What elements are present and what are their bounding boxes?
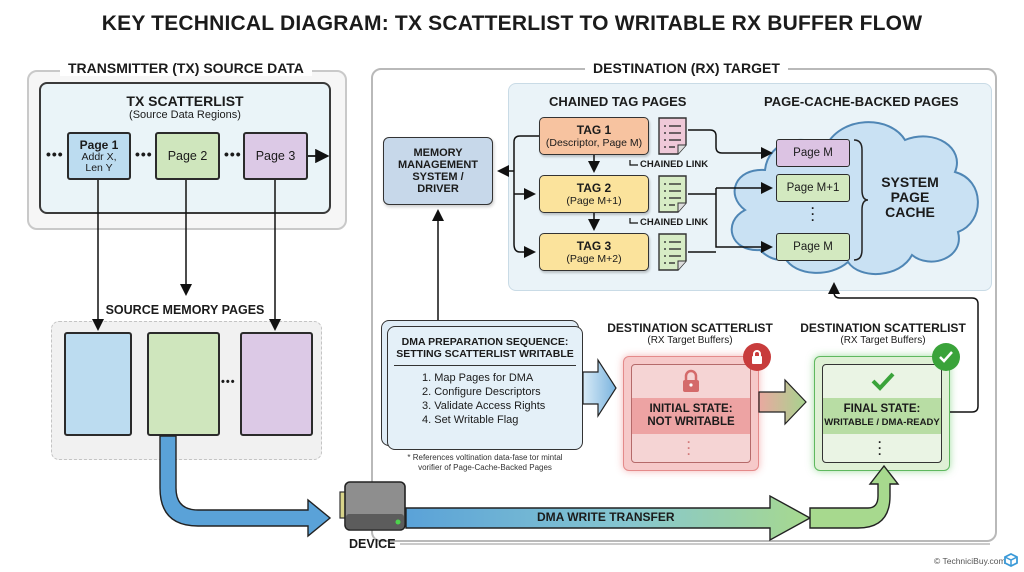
tag-2[interactable]: TAG 2 (Page M+1): [539, 175, 649, 213]
memory-mgmt-line2: MANAGEMENT: [397, 159, 479, 171]
dma-step-3: 3. Validate Access Rights: [422, 400, 546, 412]
divider: [394, 365, 576, 366]
dma-prep-title-1: DMA PREPARATION SEQUENCE:: [401, 336, 569, 348]
vertical-ellipsis: ···: [687, 435, 691, 461]
source-memory-page-2[interactable]: [147, 332, 220, 436]
initial-scatterlist-card[interactable]: INITIAL STATE: NOT WRITABLE ···: [623, 356, 759, 471]
tag-1[interactable]: TAG 1 (Descriptor, Page M): [539, 117, 649, 155]
tx-scatterlist-title: TX SCATTERLIST: [126, 93, 244, 109]
footer-credit: © TechniciBuy.com: [934, 556, 1006, 566]
final-scatterlist-card[interactable]: FINAL STATE: WRITABLE / DMA-READY ···: [814, 356, 950, 471]
tx-page-1-label: Page 1: [79, 138, 119, 152]
system-cache-line3: CACHE: [885, 204, 935, 220]
tag-1-subtitle: (Descriptor, Page M): [545, 137, 643, 149]
memory-mgmt-line4: DRIVER: [417, 183, 459, 195]
tag-1-title: TAG 1: [576, 123, 612, 137]
dma-step-4: 4. Set Writable Flag: [422, 414, 519, 426]
diagram-title: KEY TECHNICAL DIAGRAM: TX SCATTERLIST TO…: [101, 12, 923, 35]
page-cache-title: PAGE-CACHE-BACKED PAGES: [764, 94, 959, 109]
tx-page-1[interactable]: Page 1 Addr X, Len Y: [67, 132, 131, 180]
device-label: DEVICE: [349, 537, 396, 551]
cache-page-m1-label: Page M+1: [786, 182, 840, 194]
tag-3-subtitle: (Page M+2): [566, 253, 622, 265]
cache-page-m-last[interactable]: Page M: [776, 233, 850, 261]
initial-state-band: INITIAL STATE: NOT WRITABLE: [632, 398, 750, 434]
tx-page-2-label: Page 2: [167, 149, 208, 163]
dma-step-1: 1. Map Pages for DMA: [422, 372, 534, 384]
dma-write-transfer-label: DMA WRITE TRANSFER: [537, 510, 675, 524]
system-cache-line1: SYSTEM: [881, 174, 939, 190]
tag-3-title: TAG 3: [576, 239, 612, 253]
dma-prep-footnote: * References voltination data-fase tor m…: [382, 453, 588, 473]
cache-page-m-label: Page M: [793, 147, 833, 159]
final-scatterlist-title: DESTINATION SCATTERLIST: [800, 321, 966, 335]
source-memory-page-1[interactable]: [64, 332, 132, 436]
initial-state-line1: INITIAL STATE:: [649, 403, 733, 415]
chained-link-label-1: CHAINED LINK: [640, 159, 709, 170]
dma-prep-steps: 1. Map Pages for DMA 2. Configure Descri…: [388, 371, 582, 427]
initial-scatterlist-subtitle: (RX Target Buffers): [647, 335, 733, 346]
document-list-icon: [658, 233, 688, 276]
vertical-ellipsis: ···: [811, 201, 815, 227]
final-state-line1: FINAL STATE:: [843, 403, 921, 415]
transmitter-section-title: TRANSMITTER (TX) SOURCE DATA: [60, 60, 312, 76]
memory-mgmt-line3: SYSTEM /: [412, 171, 464, 183]
dma-prep-title-2: SETTING SCATTERLIST WRITABLE: [396, 348, 574, 360]
tx-scatterlist-subtitle: (Source Data Regions): [129, 109, 241, 121]
document-list-icon: [658, 117, 688, 160]
tag-2-subtitle: (Page M+1): [566, 195, 622, 207]
dma-prep-card[interactable]: DMA PREPARATION SEQUENCE: SETTING SCATTE…: [387, 326, 583, 450]
tx-page-1-addr: Addr X,: [81, 151, 117, 163]
final-state-band: FINAL STATE: WRITABLE / DMA-READY: [823, 398, 941, 434]
check-icon: [870, 371, 896, 396]
tx-page-3[interactable]: Page 3: [243, 132, 308, 180]
memory-mgmt-line1: MEMORY: [413, 147, 463, 159]
cache-page-m[interactable]: Page M: [776, 139, 850, 167]
ellipsis: •••: [135, 146, 153, 162]
dma-step-2: 2. Configure Descriptors: [422, 386, 541, 398]
device-icon[interactable]: [338, 480, 408, 539]
destination-section-title: DESTINATION (RX) TARGET: [585, 60, 788, 76]
vertical-ellipsis: ···: [878, 435, 882, 461]
cache-page-m1[interactable]: Page M+1: [776, 174, 850, 202]
tx-page-1-len: Len Y: [85, 162, 113, 174]
memory-management-box[interactable]: MEMORY MANAGEMENT SYSTEM / DRIVER: [383, 137, 493, 205]
cube-logo-icon: [1004, 552, 1018, 572]
ellipsis: •••: [46, 146, 64, 162]
chained-link-label-2: CHAINED LINK: [640, 217, 709, 228]
tag-2-title: TAG 2: [576, 181, 612, 195]
system-cache-line2: PAGE: [890, 189, 930, 205]
initial-scatterlist-title: DESTINATION SCATTERLIST: [607, 321, 773, 335]
ellipsis: •••: [224, 146, 242, 162]
check-badge-icon: [932, 343, 960, 371]
initial-state-line2: NOT WRITABLE: [647, 416, 735, 428]
chained-tag-title: CHAINED TAG PAGES: [549, 94, 687, 109]
source-memory-page-3[interactable]: [240, 332, 313, 436]
system-page-cache-label: SYSTEM PAGE CACHE: [870, 175, 950, 220]
tag-3[interactable]: TAG 3 (Page M+2): [539, 233, 649, 271]
footnote-line1: * References voltination data-fase tor m…: [407, 453, 563, 462]
footnote-line2: vorifier of Page-Cache-Backed Pages: [418, 463, 552, 472]
tx-page-3-label: Page 3: [255, 149, 296, 163]
source-memory-title: SOURCE MEMORY PAGES: [105, 303, 265, 317]
lock-badge-icon: [743, 343, 771, 371]
cache-page-m-last-label: Page M: [793, 241, 833, 253]
lock-icon: [680, 369, 702, 398]
tx-page-2[interactable]: Page 2: [155, 132, 220, 180]
document-list-icon: [658, 175, 688, 218]
final-state-line2: WRITABLE / DMA-READY: [824, 417, 940, 428]
ellipsis: •••: [221, 376, 236, 388]
